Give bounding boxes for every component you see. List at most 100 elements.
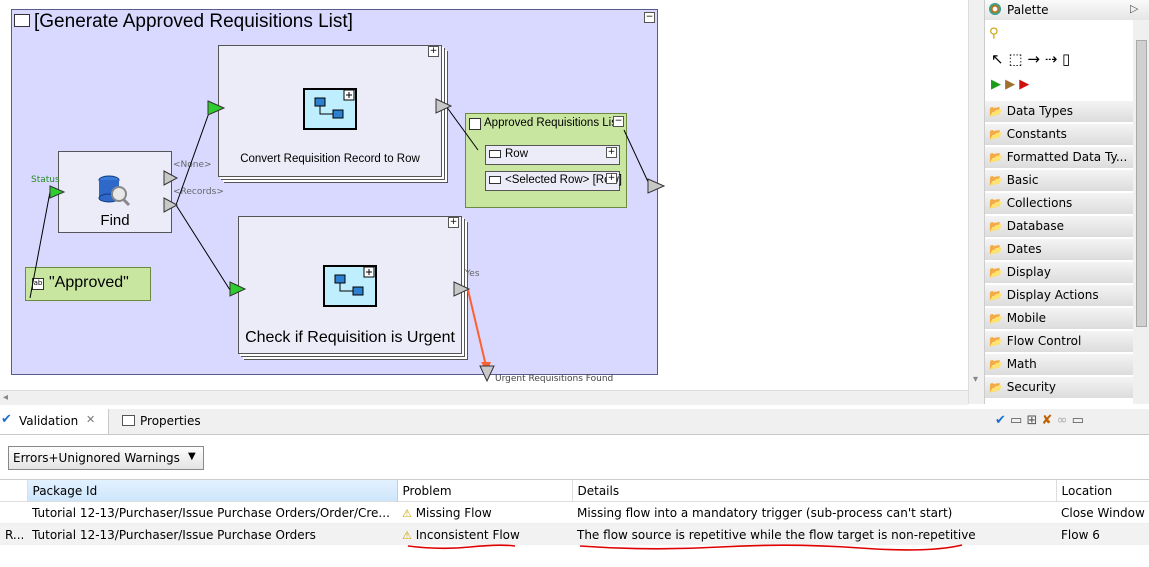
minimize-icon[interactable]: ▭ <box>1071 413 1084 428</box>
folder-icon: 📂 <box>989 197 1003 210</box>
table-icon <box>469 118 481 130</box>
pin-icon[interactable]: ⚲ <box>989 26 999 41</box>
expand-icon[interactable]: + <box>606 147 617 158</box>
palette-drawer[interactable]: 📂Database <box>985 216 1133 239</box>
folder-icon: 📂 <box>989 174 1003 187</box>
connection-tool-icon[interactable]: → <box>1027 50 1040 68</box>
palette-drawer[interactable]: 📂Mobile <box>985 308 1133 331</box>
tab-properties[interactable]: Properties <box>118 409 208 434</box>
palette-drawer-label: Basic <box>1006 173 1039 187</box>
palette-header[interactable]: Palette ▷ <box>985 0 1149 20</box>
properties-tab-label: Properties <box>140 414 201 428</box>
tree-icon[interactable]: ⊞ <box>1026 413 1038 428</box>
palette-tools: ↖ ⬚ → ⇢ ▯ <box>991 50 1070 68</box>
vertical-scrollbar[interactable]: ▾ <box>968 0 985 404</box>
expand-icon[interactable]: + <box>428 46 439 57</box>
palette-collapse-icon[interactable]: ▷ <box>1130 2 1139 15</box>
approved-constant[interactable]: ab "Approved" <box>25 267 151 301</box>
column-header[interactable]: Details <box>572 480 1057 502</box>
expand-icon[interactable]: + <box>448 217 459 228</box>
collapse-icon[interactable]: − <box>613 116 624 127</box>
status-label: Status <box>31 175 60 185</box>
palette-drawer[interactable]: 📂Math <box>985 354 1133 377</box>
column-header[interactable]: Location <box>1061 483 1113 498</box>
process-icon <box>14 14 30 27</box>
validation-icon: ✔ <box>1 412 12 427</box>
palette-drawer[interactable]: 📂Constants <box>985 124 1133 147</box>
start-tool-icon[interactable]: ▶ <box>991 77 1001 92</box>
close-icon[interactable]: ✕ <box>86 413 96 426</box>
filter-icon[interactable]: ▭ <box>1010 413 1023 428</box>
palette-drawer[interactable]: 📂Data Types <box>985 101 1133 124</box>
requisitions-list[interactable]: Approved Requisitions List − Row + <Sele… <box>465 113 627 208</box>
scroll-down-icon[interactable]: ▾ <box>973 374 979 385</box>
urgent-exit-label: Urgent Requisitions Found <box>495 374 614 384</box>
folder-icon: 📂 <box>989 381 1003 394</box>
table-row[interactable]: Tutorial 12-13/Purchaser/Issue Purchase … <box>0 502 1149 524</box>
row-icon <box>489 176 501 184</box>
palette-scrollbar[interactable] <box>1133 20 1149 404</box>
palette-panel: Palette ▷ ⚲ ↖ ⬚ → ⇢ ▯ ▶ ▶ ▶ 📂Data Types📂… <box>984 0 1149 404</box>
problem-text: Missing Flow <box>415 505 492 520</box>
location-cell: Flow 6 <box>1061 527 1100 542</box>
ignore-icon[interactable]: ✘ <box>1041 413 1053 428</box>
palette-drawer[interactable]: 📂Basic <box>985 170 1133 193</box>
palette-scroll-thumb[interactable] <box>1136 40 1147 327</box>
link-icon[interactable]: ∞ <box>1056 413 1068 428</box>
scroll-left-icon[interactable]: ◂ <box>3 392 9 403</box>
flow-connectors <box>29 98 666 383</box>
folder-icon: 📂 <box>989 220 1003 233</box>
palette-drawer-label: Mobile <box>1006 311 1047 325</box>
select-tool-icon[interactable]: ↖ <box>991 50 1004 68</box>
package-cell: Tutorial 12-13/Purchaser/Issue Purchase … <box>32 527 316 542</box>
palette-drawer-label: Database <box>1006 219 1064 233</box>
table-row[interactable]: R... Tutorial 12-13/Purchaser/Issue Purc… <box>0 523 1149 546</box>
expand-icon[interactable]: + <box>606 173 617 184</box>
column-header[interactable]: Problem <box>397 480 573 502</box>
urgent-subprocess[interactable]: + Check if Requisition is Urgent <box>238 216 462 354</box>
palette-drawer-label: Display <box>1006 265 1051 279</box>
filter-selected: Errors+Unignored Warnings <box>13 451 180 465</box>
step-tool-icon[interactable]: ▶ <box>1005 77 1016 92</box>
marquee-tool-icon[interactable]: ⬚ <box>1008 50 1023 68</box>
urgent-label: Check if Requisition is Urgent <box>245 329 455 346</box>
validate-icon[interactable]: ✔ <box>995 413 1006 428</box>
filter-dropdown[interactable]: Errors+Unignored Warnings ▼ <box>8 446 204 470</box>
palette-drawer-label: Data Types <box>1006 104 1073 118</box>
convert-subprocess[interactable]: + Convert Requisition Record to Row <box>218 45 442 177</box>
palette-drawer[interactable]: 📂Dates <box>985 239 1133 262</box>
tab-validation[interactable]: ✔ Validation ✕ <box>0 409 109 434</box>
folder-icon: 📂 <box>989 128 1003 141</box>
palette-drawer-label: Collections <box>1006 196 1073 210</box>
problem-cell: ⚠ Inconsistent Flow <box>397 524 572 546</box>
row-field[interactable]: Row + <box>485 145 620 165</box>
yes-label: Yes <box>465 269 480 279</box>
palette-drawer[interactable]: 📂Display Actions <box>985 285 1133 308</box>
palette-drawers: 📂Data Types📂Constants📂Formatted Data Ty.… <box>985 101 1133 400</box>
find-node[interactable]: Find <box>58 151 172 233</box>
folder-icon: 📂 <box>989 266 1003 279</box>
horizontal-scrollbar[interactable]: ◂ <box>0 390 968 405</box>
collapse-icon[interactable]: − <box>644 12 655 23</box>
folder-icon: 📂 <box>989 312 1003 325</box>
folder-icon: 📂 <box>989 289 1003 302</box>
palette-drawer[interactable]: 📂Display <box>985 262 1133 285</box>
note-tool-icon[interactable]: ▯ <box>1062 50 1071 68</box>
records-label: <Records> <box>173 187 224 197</box>
lead-header <box>0 480 28 502</box>
palette-drawer-label: Flow Control <box>1006 334 1082 348</box>
dotted-connection-tool-icon[interactable]: ⇢ <box>1044 50 1058 68</box>
selected-row-field[interactable]: <Selected Row> [Row] + <box>485 171 622 191</box>
view-tabs: ✔ Validation ✕ Properties ✔ ▭ ⊞ ✘ ∞ ▭ <box>0 409 1149 435</box>
table-header: Package Id Problem Details Location <box>0 480 1149 502</box>
palette-drawer[interactable]: 📂Security <box>985 377 1133 400</box>
package-cell: Tutorial 12-13/Purchaser/Issue Purchase … <box>32 505 390 520</box>
diagram-canvas[interactable]: [Generate Approved Requisitions List] − … <box>0 0 985 405</box>
palette-drawer[interactable]: 📂Flow Control <box>985 331 1133 354</box>
stop-tool-icon[interactable]: ▶ <box>1019 77 1030 92</box>
palette-drawer[interactable]: 📂Collections <box>985 193 1133 216</box>
column-header[interactable]: Package Id <box>27 480 398 502</box>
palette-title: Palette <box>1007 3 1049 17</box>
palette-drawer-label: Security <box>1006 380 1056 394</box>
palette-drawer[interactable]: 📂Formatted Data Ty... <box>985 147 1133 170</box>
